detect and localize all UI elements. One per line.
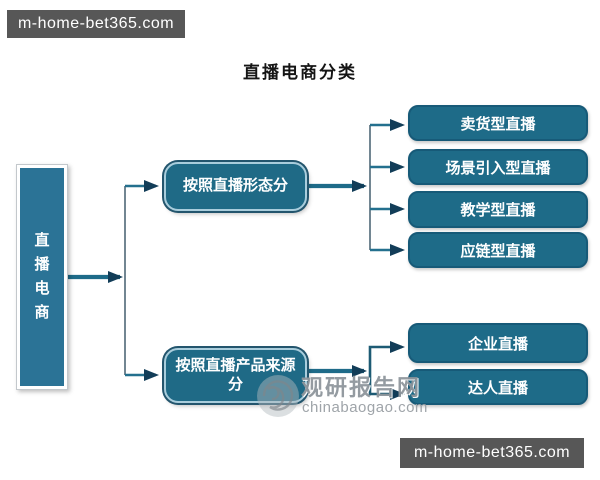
branch-node-label: 按照直播产品来源分 xyxy=(175,356,296,393)
watermark-site-url: chinabaogao.com xyxy=(302,399,428,416)
leaf-node-teaching-live: 教学型直播 xyxy=(408,191,588,228)
watermark-bar-top-left: m-home-bet365.com xyxy=(7,10,185,38)
watermark-text: m-home-bet365.com xyxy=(17,15,175,32)
watermark-bar-bottom-right: m-home-bet365.com xyxy=(400,438,584,468)
leaf-node-label: 达人直播 xyxy=(467,379,528,397)
leaf-node-influencer-live: 达人直播 xyxy=(408,369,588,405)
leaf-node-label: 教学型直播 xyxy=(460,202,536,219)
swirl-logo-icon xyxy=(257,375,299,417)
leaf-node-supply-chain-live: 应链型直播 xyxy=(408,232,588,268)
leaf-node-sales-live: 卖货型直播 xyxy=(408,105,588,141)
branch-node-by-product-source: 按照直播产品来源分 xyxy=(164,348,307,403)
branch-node-label: 按照直播形态分 xyxy=(182,177,288,195)
watermark-site-name: 观研报告网 xyxy=(301,375,422,400)
leaf-node-enterprise-live: 企业直播 xyxy=(408,323,588,363)
leaf-node-scene-intro-live: 场景引入型直播 xyxy=(408,149,588,185)
root-node-live-ecommerce: 直播电商 xyxy=(16,164,68,390)
leaf-node-label: 卖货型直播 xyxy=(460,115,536,133)
leaf-node-label: 场景引入型直播 xyxy=(445,159,551,177)
root-node-label: 直播电商 xyxy=(34,232,50,321)
watermark-text: m-home-bet365.com xyxy=(413,444,571,461)
leaf-node-label: 应链型直播 xyxy=(460,242,536,260)
page-title: 直播电商分类 xyxy=(243,63,357,82)
branch-node-by-form: 按照直播形态分 xyxy=(164,162,307,211)
leaf-node-label: 企业直播 xyxy=(467,335,528,353)
